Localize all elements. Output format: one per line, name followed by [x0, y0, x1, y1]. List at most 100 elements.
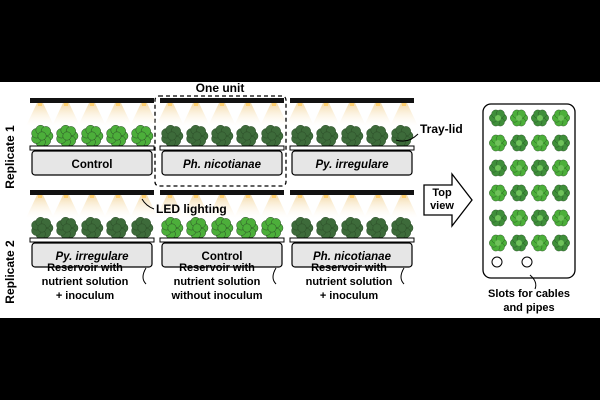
reservoir-note-3: Reservoir with nutrient solution + inocu…	[306, 262, 405, 302]
tray-label: Ph. nicotianae	[313, 251, 392, 263]
top-view-plant	[552, 234, 570, 252]
light-glow	[78, 103, 106, 126]
reservoir-note-3-line1: Reservoir with	[311, 262, 387, 274]
light-glow	[52, 103, 80, 126]
led-bulb	[324, 195, 328, 198]
led-bulb	[402, 195, 406, 198]
reservoir-note-3-line2: nutrient solution	[306, 276, 393, 288]
plant-icon	[261, 124, 284, 148]
top-view-plant	[489, 109, 507, 127]
experiment-diagram: Replicate 1 Replicate 2 One unit Control…	[3, 82, 576, 314]
tray-label: Py. irregulare	[315, 159, 389, 171]
plant-icon	[56, 124, 79, 148]
light-glow	[390, 103, 418, 126]
plant-icon	[131, 124, 154, 148]
light-glow	[260, 195, 288, 218]
light-glow	[26, 103, 54, 126]
light-glow	[208, 103, 236, 126]
light-glow	[338, 103, 366, 126]
led-bulb	[376, 195, 380, 198]
plant-icon	[261, 216, 284, 240]
plant-icon	[316, 124, 339, 148]
top-view-label-line2: view	[430, 200, 454, 212]
replicate-1-label: Replicate 1	[3, 125, 17, 189]
led-bar	[30, 190, 154, 195]
tray-lid	[159, 237, 285, 243]
plant-icon	[291, 124, 314, 148]
reservoir-tray	[31, 150, 153, 176]
top-view-arrow	[423, 172, 473, 228]
led-bulb	[272, 103, 276, 106]
plant-icon	[31, 124, 54, 148]
plant-icon	[131, 216, 154, 240]
led-bulb	[64, 195, 68, 198]
light-glow	[130, 103, 158, 126]
replicate-2-label: Replicate 2	[3, 240, 17, 304]
reservoir-note-2-line3: without inoculum	[170, 290, 262, 302]
top-view-plant	[552, 134, 570, 152]
led-bulb	[272, 195, 276, 198]
grow-unit: Ph. nicotianae	[156, 98, 288, 176]
tray-lid	[29, 145, 155, 151]
led-bulb	[168, 195, 172, 198]
reservoir-note-2: Reservoir with nutrient solution without…	[170, 262, 277, 302]
top-view-plant	[531, 184, 549, 202]
light-glow	[312, 103, 340, 126]
plant-icon	[106, 216, 129, 240]
reservoir-note-1-line3: + inoculum	[56, 290, 115, 302]
grow-unit: Py. irregulare	[286, 98, 418, 176]
light-glow	[182, 195, 210, 218]
light-glow	[78, 195, 106, 218]
grow-unit: Control	[156, 190, 288, 268]
led-bulb	[220, 103, 224, 106]
led-bar	[160, 190, 284, 195]
plant-icon	[31, 216, 54, 240]
reservoir-note-3-pointer	[400, 267, 405, 285]
light-glow	[26, 195, 54, 218]
light-glow	[130, 195, 158, 218]
plant-icon	[391, 216, 414, 240]
plant-icon	[106, 124, 129, 148]
top-view-plant	[531, 209, 549, 227]
light-glow	[208, 195, 236, 218]
led-bulb	[168, 103, 172, 106]
led-bulb	[324, 103, 328, 106]
plant-icon	[291, 216, 314, 240]
plant-icon	[391, 124, 414, 148]
plant-icon	[81, 124, 104, 148]
diagram-panel: Replicate 1 Replicate 2 One unit Control…	[0, 82, 600, 318]
top-view-plant	[489, 184, 507, 202]
one-unit-box	[154, 95, 287, 187]
slots-label-line1: Slots for cables	[488, 288, 570, 300]
slot-hole	[521, 256, 533, 268]
tray-lid	[159, 145, 285, 151]
reservoir-note-1-pointer	[142, 267, 147, 285]
top-view-plant	[531, 234, 549, 252]
plant-icon	[341, 216, 364, 240]
slots-pointer	[529, 274, 537, 290]
led-bulb	[142, 195, 146, 198]
led-bulb	[116, 195, 120, 198]
reservoir-note-2-line2: nutrient solution	[174, 276, 261, 288]
plant-icon	[316, 216, 339, 240]
light-glow	[390, 195, 418, 218]
light-glow	[52, 195, 80, 218]
led-bulb	[194, 195, 198, 198]
plant-icon	[161, 216, 184, 240]
top-view-plant	[552, 109, 570, 127]
top-view-plant	[510, 109, 528, 127]
plant-icon	[366, 124, 389, 148]
reservoir-tray	[291, 150, 413, 176]
led-bulb	[38, 103, 42, 106]
led-bulb	[402, 103, 406, 106]
reservoir-tray	[291, 242, 413, 268]
light-glow	[364, 103, 392, 126]
led-bar	[290, 98, 414, 103]
led-bulb	[350, 195, 354, 198]
light-glow	[182, 103, 210, 126]
top-view-plant	[510, 134, 528, 152]
tray-lid	[29, 237, 155, 243]
light-glow	[234, 103, 262, 126]
reservoir-note-1: Reservoir with nutrient solution + inocu…	[42, 262, 147, 302]
